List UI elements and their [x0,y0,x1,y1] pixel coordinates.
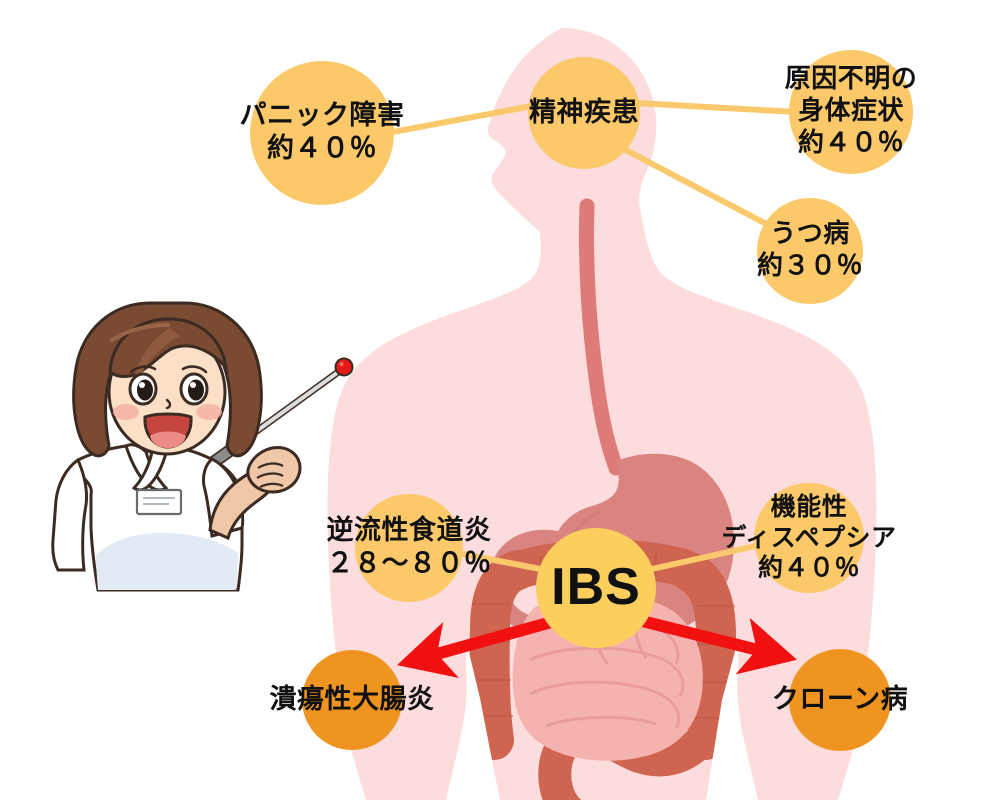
cheek-right [196,404,222,420]
bubble-functional-dyspepsia-label: 機能性 ディスペプシア 約４０％ [721,492,897,583]
name-badge [135,488,183,516]
bubble-unexplained-somatic-symptoms[interactable]: 原因不明の 身体症状 約４０％ [785,50,917,174]
eyebrow-right [181,365,208,374]
esophagus [579,198,624,476]
name-badge-lines [143,497,175,505]
tongue [150,431,186,448]
bubble-crohns-disease[interactable]: クローン病 [772,649,908,751]
bubble-depression[interactable]: うつ病 約３０％ [757,198,863,304]
cheek-left [113,404,139,420]
uniform-left-sleeve [51,457,88,572]
red-arrows [396,612,798,679]
pupil-right [188,379,204,401]
pointer-tip [336,359,352,375]
connector-lines [381,100,797,572]
connector-mental-to-depression [620,145,774,230]
eye-highlight-right [190,382,196,388]
bubble-unexplained-somatic-symptoms-label: 原因不明の 身体症状 約４０％ [784,64,918,158]
bubble-ibs[interactable]: IBS [536,528,656,648]
bubble-mental-illness[interactable]: 精神疾患 [528,57,640,169]
connector-ibs-to-dyspepsia [651,542,761,572]
hair-strand [132,328,180,390]
bubble-depression-label: うつ病 約３０％ [757,219,864,281]
arrow-ibs-to-crohns-disease [628,612,798,675]
bubble-crohns-disease-label: クローン病 [771,683,909,715]
bubble-panic-disorder[interactable]: パニック障害 約４０％ [240,61,404,205]
connector-mental-to-unexplained [635,100,797,115]
arrow-ibs-to-ulcerative-colitis [396,612,568,679]
nurse-character [51,301,354,592]
pupil-left [137,379,153,401]
nurse-head [72,301,263,458]
bubble-reflux-esophagitis-label: 逆流性食道炎 ２８～８０％ [326,515,492,579]
finger-lines [256,462,284,488]
eyebrow-left [129,365,157,374]
hair-highlight [110,323,170,342]
connector-mental-to-panic [381,103,533,137]
connector-ibs-to-reflux [447,548,541,572]
nurse-right-arm [208,446,302,541]
bubble-functional-dyspepsia[interactable]: 機能性 ディスペプシア 約４０％ [722,483,896,593]
bubble-mental-illness-label: 精神疾患 [529,96,639,128]
eye-highlight-left [139,382,145,388]
pointer-tip-highlight [339,361,344,367]
hand [246,446,302,494]
bubble-ulcerative-colitis-label: 潰瘍性大腸炎 [269,683,435,715]
bubble-ibs-label: IBS [551,558,641,617]
bubble-ulcerative-colitis[interactable]: 潰瘍性大腸炎 [270,650,434,750]
bubble-reflux-esophagitis[interactable]: 逆流性食道炎 ２８～８０％ [327,494,491,602]
nose [165,398,172,410]
bubble-panic-disorder-label: パニック障害 約４０％ [239,100,405,164]
uniform-skirt-shade [96,533,238,590]
